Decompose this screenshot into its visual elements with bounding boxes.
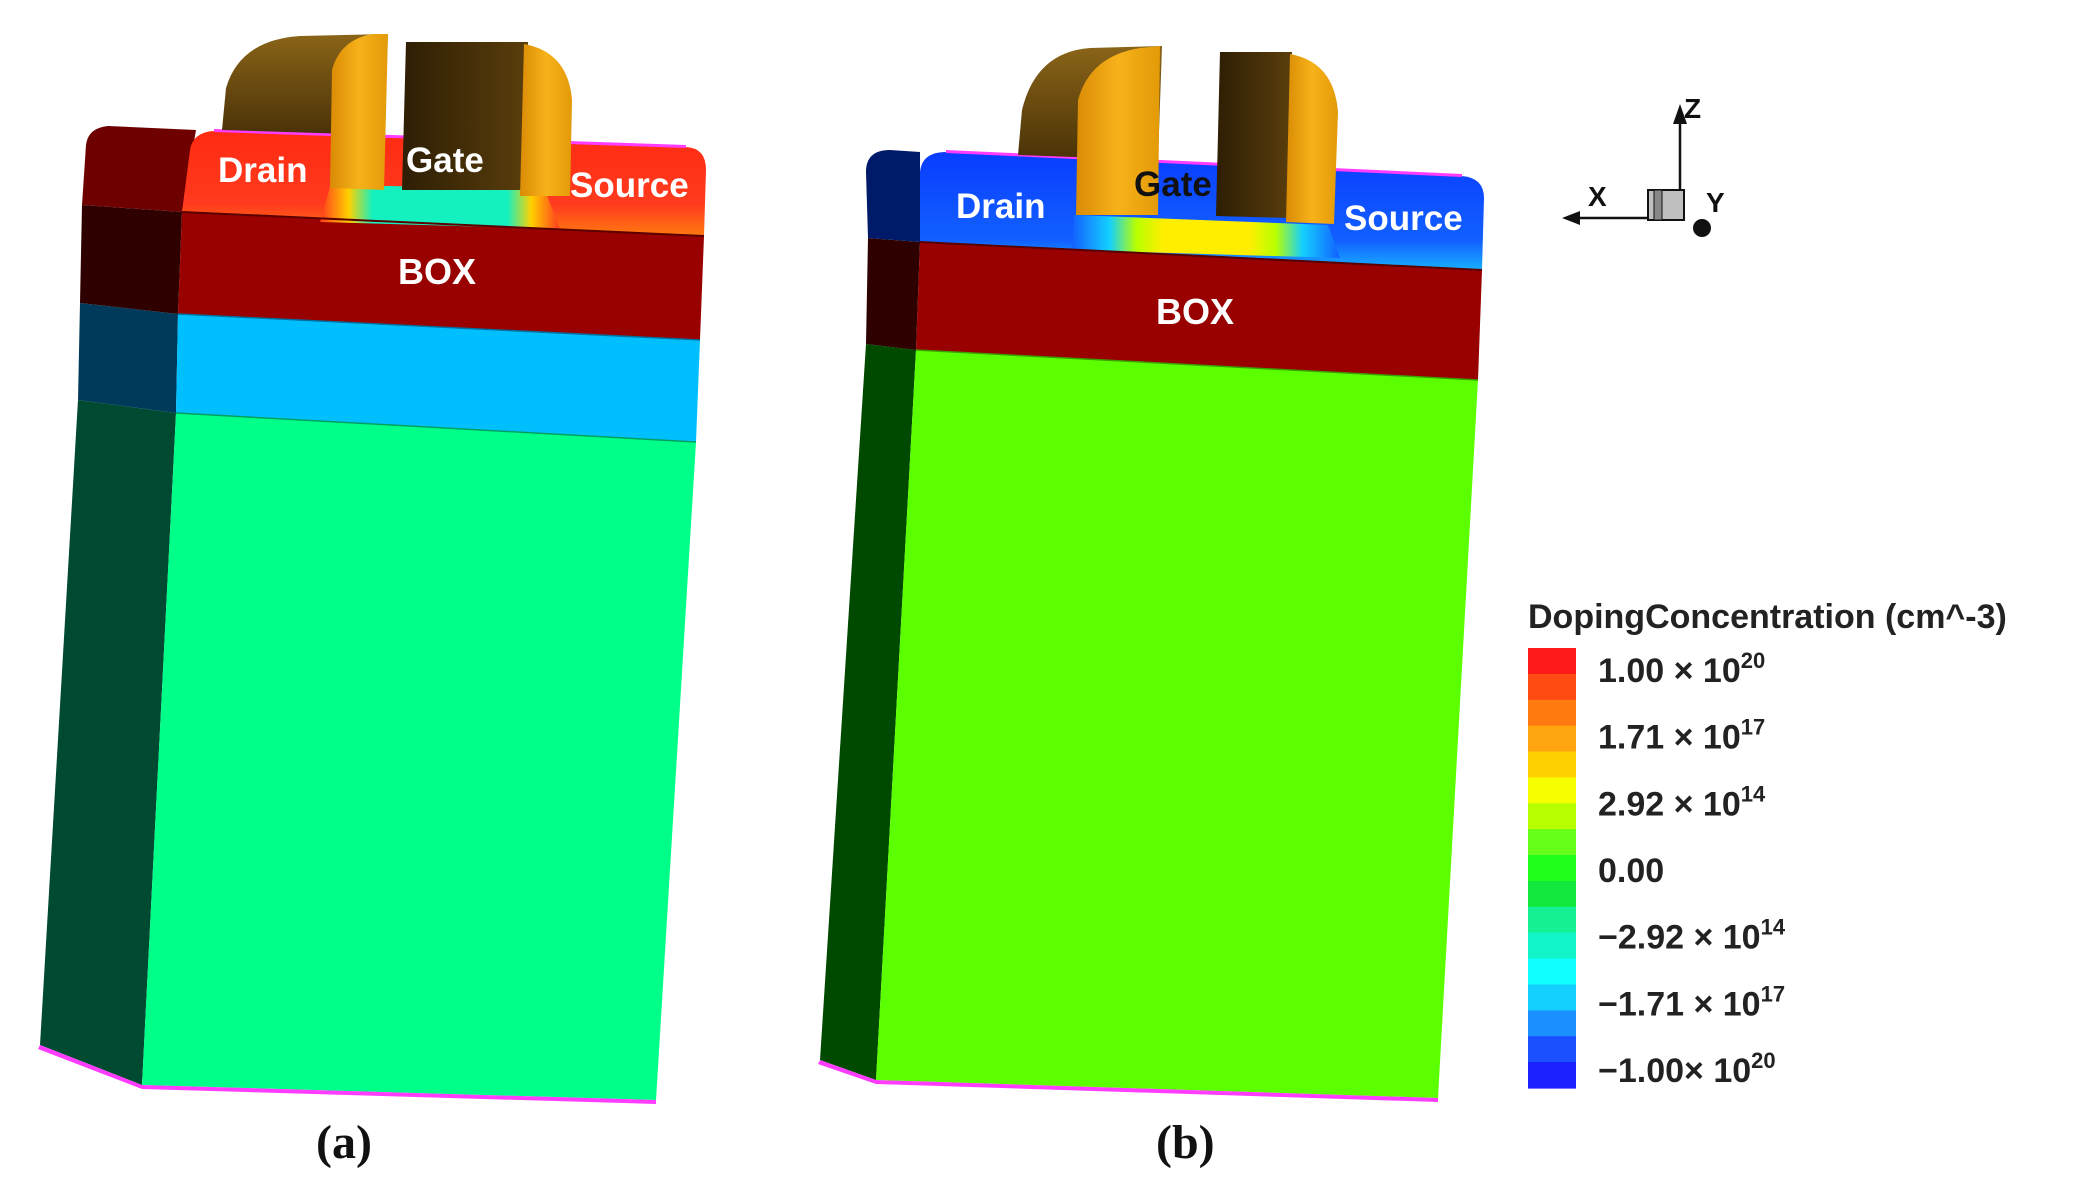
gate-right-front-b	[1286, 54, 1338, 224]
colorbar-band	[1528, 880, 1576, 908]
colorbar-band	[1528, 1062, 1576, 1089]
axis-z-label: Z	[1684, 93, 1701, 124]
caption-b: (b)	[1156, 1116, 1215, 1169]
bottom-edge-magenta	[142, 1085, 656, 1104]
ground-plane-front	[176, 314, 700, 442]
colorbar-tick-label: 2.92 × 1014	[1598, 781, 1766, 823]
x-arrow-icon	[1562, 211, 1580, 225]
colorbar-band	[1528, 829, 1576, 856]
drain-label-b: Drain	[956, 187, 1045, 226]
source-label-a: Source	[570, 166, 689, 205]
gate-left-front-b	[1076, 46, 1160, 215]
panel-b: Drain Gate Source BOX (b)	[818, 46, 1484, 1169]
colorbar-band	[1528, 958, 1576, 986]
colorbar-band	[1528, 906, 1576, 934]
colorbar-band	[1528, 855, 1576, 882]
colorbar-bands	[1528, 648, 1576, 1089]
colorbar-band	[1528, 1010, 1576, 1037]
caption-a: (a)	[316, 1116, 372, 1169]
side-face-top-b	[866, 150, 920, 242]
side-face-substrate	[40, 400, 176, 1085]
colorbar-band	[1528, 648, 1576, 675]
colorbar-tick-label: −1.71 × 1017	[1598, 981, 1785, 1023]
drain-label-a: Drain	[218, 151, 307, 190]
colorbar-tick-label: 1.00 × 1020	[1598, 648, 1765, 690]
panel-a: Drain Gate Source BOX (a)	[38, 34, 706, 1169]
colorbar-tick-label: −1.00× 1020	[1598, 1048, 1776, 1090]
substrate-front	[142, 413, 696, 1100]
colorbar-band	[1528, 777, 1576, 804]
channel-region	[320, 186, 560, 229]
colorbar-tick-label: 0.00	[1598, 852, 1664, 890]
axis-x-label: X	[1588, 181, 1607, 212]
gate-label-a: Gate	[406, 141, 484, 180]
axis-triad: Z X Y	[1562, 93, 1725, 237]
gate-label-b: Gate	[1134, 165, 1212, 204]
gate-right-back	[402, 42, 528, 190]
box-label-b: BOX	[1156, 291, 1234, 332]
substrate-front-b	[876, 350, 1478, 1098]
axis-y-label: Y	[1706, 187, 1725, 218]
side-edge-magenta	[38, 1045, 142, 1089]
axis-cube-icon	[1647, 189, 1685, 221]
y-axis-dot-icon	[1693, 219, 1711, 237]
gate-left-front	[330, 34, 388, 190]
colorbar-band	[1528, 751, 1576, 778]
gate-structure-a	[222, 34, 572, 196]
colorbar-band	[1528, 932, 1576, 960]
colorbar-ticks: 1.00 × 1020 1.71 × 1017 2.92 × 1014 0.00 −2.…	[1598, 648, 1786, 1090]
side-edge-magenta-b	[818, 1060, 876, 1084]
side-face-box	[80, 205, 182, 314]
side-face-box-b	[866, 238, 920, 350]
z-arrow-icon	[1673, 104, 1687, 124]
colorbar-tick-label: −2.92 × 1014	[1598, 915, 1786, 957]
side-face-substrate-b	[820, 344, 916, 1080]
channel-region-b	[1072, 215, 1340, 258]
colorbar-band	[1528, 725, 1576, 753]
colorbar-band	[1528, 1036, 1576, 1063]
colorbar: DopingConcentration (cm^-3) 1.00 × 10201…	[1528, 598, 2007, 1090]
gate-structure-b	[1018, 46, 1338, 224]
sd-layer-front-b	[920, 152, 1484, 270]
gate-right-back-b	[1216, 52, 1292, 218]
bottom-edge-magenta-b	[876, 1080, 1438, 1102]
side-face-top	[82, 126, 196, 212]
box-front	[178, 212, 704, 340]
colorbar-title: DopingConcentration (cm^-3)	[1528, 598, 2007, 636]
box-label-a: BOX	[398, 251, 476, 292]
gate-right-front	[520, 44, 572, 196]
colorbar-band	[1528, 699, 1576, 727]
colorbar-tick-label: 1.71 × 1017	[1598, 715, 1765, 757]
colorbar-band	[1528, 984, 1576, 1011]
side-face-ground-plane	[78, 303, 178, 413]
box-front-b	[916, 242, 1482, 380]
colorbar-band	[1528, 673, 1576, 701]
source-label-b: Source	[1344, 199, 1463, 238]
colorbar-band	[1528, 803, 1576, 830]
